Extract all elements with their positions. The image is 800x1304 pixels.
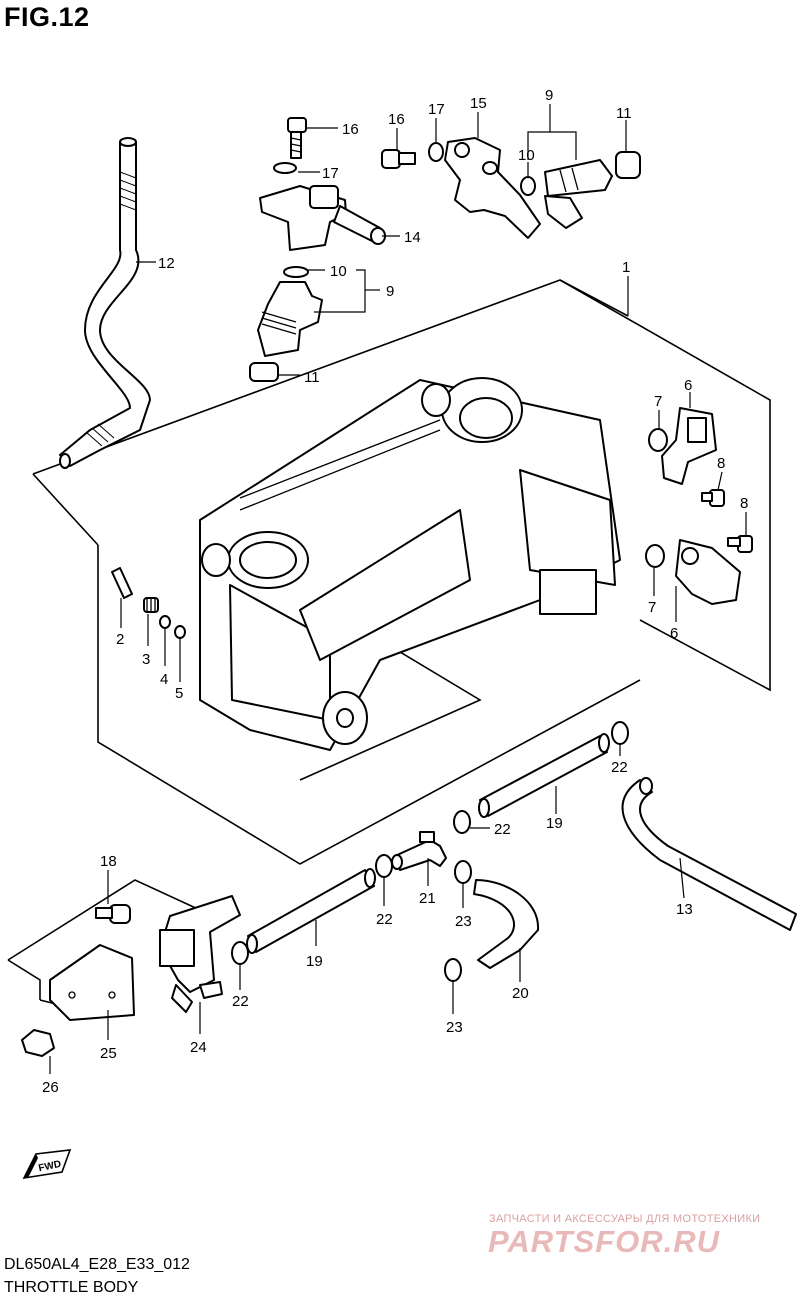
callout-6b: 6	[670, 625, 678, 642]
callout-14: 14	[404, 229, 421, 246]
callout-20: 20	[512, 985, 529, 1002]
diagram-code: DL650AL4_E28_E33_012	[4, 1256, 190, 1273]
callout-10a: 10	[518, 147, 535, 164]
fwd-label: FWD	[38, 1159, 63, 1174]
fuel-pipe-14	[259, 185, 386, 251]
clamp-23-b	[444, 958, 462, 982]
screw-18	[95, 904, 131, 924]
callout-2: 2	[116, 631, 124, 648]
callout-17a: 17	[322, 165, 339, 182]
callout-22b: 22	[494, 821, 511, 838]
callout-19a: 19	[546, 815, 563, 832]
callout-1: 1	[622, 259, 630, 276]
hose-13	[621, 777, 797, 931]
o-ring-7-upper	[648, 428, 668, 452]
callout-22d: 22	[232, 993, 249, 1010]
callout-16a: 16	[342, 121, 359, 138]
callout-18: 18	[100, 853, 117, 870]
callout-4: 4	[160, 671, 168, 688]
nut-26	[21, 1029, 55, 1057]
screw-16-top-right	[381, 149, 416, 169]
callout-labels: 1 2 3 4 5 6 6 7 7 8 8 9 9 10 10 11 11 12…	[42, 87, 748, 1096]
o-ring-5	[174, 625, 186, 639]
o-ring-7-lower	[645, 544, 665, 568]
callout-21: 21	[419, 890, 436, 907]
clamp-22-d	[231, 941, 249, 965]
callout-13: 13	[676, 901, 693, 918]
clamp-22-a	[611, 721, 629, 745]
forward-arrow-icon: FWD	[22, 1149, 72, 1180]
callout-11a: 11	[616, 105, 632, 122]
callout-3: 3	[142, 651, 150, 668]
screw-8-lower	[727, 535, 753, 553]
callout-9b: 9	[386, 283, 394, 300]
bracket-25	[49, 944, 135, 1021]
washer-17-top-right	[428, 142, 444, 162]
clamp-22-b	[453, 810, 471, 834]
callout-26: 26	[42, 1079, 59, 1096]
screw-2	[111, 567, 133, 599]
fuel-pipe-15	[444, 137, 541, 239]
watermark-logo: PARTSFOR.RU	[488, 1224, 721, 1259]
connector-21	[391, 831, 447, 871]
figure-title: FIG.12	[4, 2, 90, 32]
hose-12	[59, 137, 151, 469]
solenoid-valve-24	[159, 895, 241, 1013]
callout-9a: 9	[545, 87, 553, 104]
callout-6a: 6	[684, 377, 692, 394]
callout-23b: 23	[446, 1019, 463, 1036]
hose-19-upper	[478, 733, 610, 818]
callout-7a: 7	[654, 393, 662, 410]
screw-8-upper	[701, 489, 725, 507]
throttle-body-assembly	[199, 377, 621, 751]
callout-11b: 11	[304, 369, 320, 386]
hose-19-lower	[246, 868, 376, 954]
injector-9-right	[520, 151, 641, 229]
callout-24: 24	[190, 1039, 207, 1056]
screw-16-top-left	[287, 117, 307, 159]
callout-25: 25	[100, 1045, 117, 1062]
callout-22c: 22	[376, 911, 393, 928]
sensor-6-upper	[661, 407, 717, 485]
callout-8b: 8	[740, 495, 748, 512]
callout-7b: 7	[648, 599, 656, 616]
watermark-subtitle: ЗАПЧАСТИ И АКСЕССУАРЫ ДЛЯ МОТОТЕХНИКИ	[489, 1213, 761, 1225]
callout-5: 5	[175, 685, 183, 702]
callout-12: 12	[158, 255, 175, 272]
clamp-23-a	[454, 860, 472, 884]
hose-20	[473, 879, 540, 969]
callout-22a: 22	[611, 759, 628, 776]
callout-16b: 16	[388, 111, 405, 128]
callout-19b: 19	[306, 953, 323, 970]
callout-17b: 17	[428, 101, 445, 118]
assembly-outline	[32, 279, 771, 865]
clamp-22-c	[375, 854, 393, 878]
callout-8a: 8	[717, 455, 725, 472]
washer-17-top-left	[273, 162, 297, 174]
spring-3	[143, 597, 159, 613]
washer-4	[159, 615, 171, 629]
leader-lines	[49, 104, 747, 1074]
diagram-name: THROTTLE BODY	[4, 1279, 139, 1296]
sensor-6-lower	[675, 539, 741, 605]
callout-10b: 10	[330, 263, 347, 280]
callout-15: 15	[470, 95, 487, 112]
injector-9-left	[249, 266, 323, 382]
callout-23a: 23	[455, 913, 472, 930]
